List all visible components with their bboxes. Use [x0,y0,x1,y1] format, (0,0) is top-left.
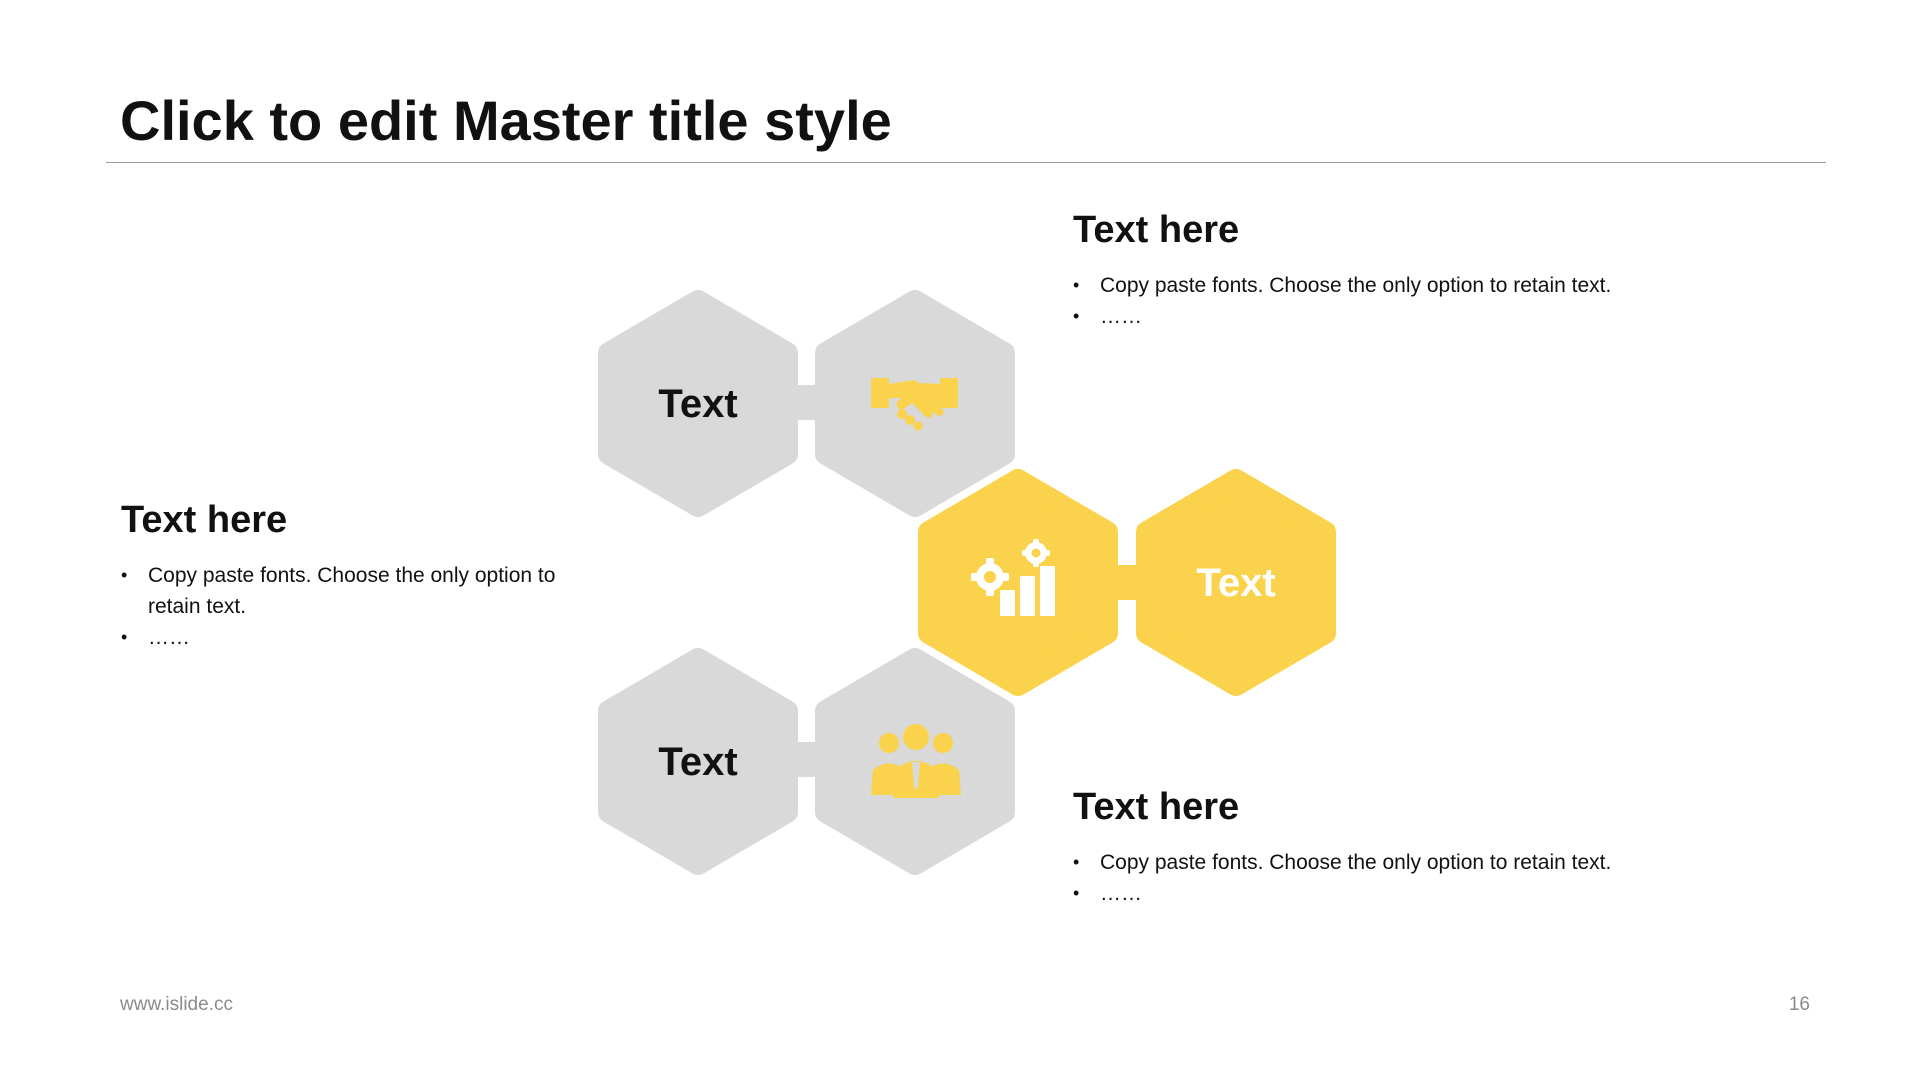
footer-url: www.islide.cc [120,994,233,1015]
bullet-item[interactable]: Copy paste fonts. Choose the only option… [1073,270,1793,301]
bullet-list: Copy paste fonts. Choose the only option… [121,560,601,653]
text-block-heading[interactable]: Text here [1073,209,1240,251]
hexagon-top-label: Text [658,382,737,426]
hexagon-middle-text[interactable] [1136,469,1336,696]
team-icon [871,724,961,798]
handshake-icon [871,378,958,431]
bullet-item[interactable]: …… [1073,878,1793,909]
bullet-list: Copy paste fonts. Choose the only option… [1073,847,1793,909]
bullet-item[interactable]: …… [1073,301,1793,332]
hexagon-bottom-text[interactable] [598,648,798,875]
text-block-left: Text here Copy paste fonts. Choose the o… [121,499,601,653]
hexagon-bottom-label: Text [658,740,737,784]
page-number: 16 [1788,994,1810,1015]
text-block-heading[interactable]: Text here [121,499,288,541]
text-block-bottom-right: Text here Copy paste fonts. Choose the o… [1073,786,1793,909]
text-block-heading[interactable]: Text here [1073,786,1240,828]
bullet-item[interactable]: …… [121,622,601,653]
bullet-list: Copy paste fonts. Choose the only option… [1073,270,1793,332]
bullet-continuation[interactable]: retain text. [148,594,247,618]
hexagon-middle-icon-cell[interactable] [918,469,1118,696]
bullet-item[interactable]: Copy paste fonts. Choose the only option… [1073,847,1793,878]
slide-title[interactable]: Click to edit Master title style [120,89,892,152]
text-block-top-right: Text here Copy paste fonts. Choose the o… [1073,209,1793,332]
gears-bar-chart-icon [971,539,1055,616]
hexagon-middle-label: Text [1196,561,1275,605]
hexagon-top-text[interactable] [598,290,798,517]
bullet-item[interactable]: Copy paste fonts. Choose the only option… [121,560,601,591]
title-divider [106,162,1826,163]
